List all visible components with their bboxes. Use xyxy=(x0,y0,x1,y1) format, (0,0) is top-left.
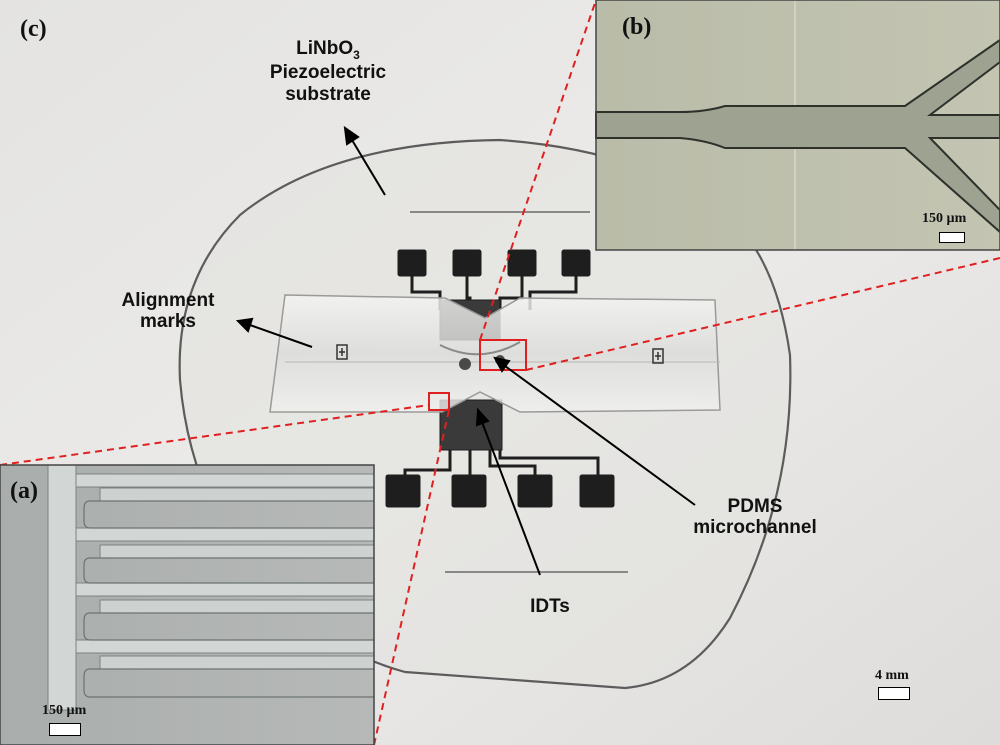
pdms-slab xyxy=(269,294,721,413)
alignment-marks-label: Alignment marks xyxy=(98,290,238,333)
scale-bar-c xyxy=(878,687,910,700)
inset-a-idt-micrograph xyxy=(0,464,375,745)
inset-b-channel-micrograph xyxy=(595,0,1000,251)
panel-label-c: (c) xyxy=(20,16,47,42)
scale-label-b: 150 µm xyxy=(922,211,967,226)
panel-label-b: (b) xyxy=(622,14,652,40)
pdms-label-line2: microchannel xyxy=(693,517,817,539)
scale-label-a: 150 µm xyxy=(42,703,87,718)
idts-label: IDTs xyxy=(530,596,570,617)
bottom-electrode-pads xyxy=(385,399,615,508)
pdms-microchannel-label: PDMS microchannel xyxy=(670,496,840,539)
annotation-arrows xyxy=(235,125,696,576)
substrate-label-line1: LiNbO3 xyxy=(296,38,360,62)
substrate-label-line3: substrate xyxy=(285,83,371,105)
panel-label-a: (a) xyxy=(10,478,38,504)
substrate-label: LiNbO3 Piezoelectric substrate xyxy=(238,38,418,105)
idt-highlight-box xyxy=(428,392,450,411)
substrate-label-line2: Piezoelectric xyxy=(269,62,387,84)
alignment-label-line2: marks xyxy=(140,311,196,333)
scale-label-c: 4 mm xyxy=(875,668,909,683)
scale-bar-b xyxy=(939,232,965,243)
alignment-label-line1: Alignment xyxy=(121,290,215,311)
scale-bar-a xyxy=(49,723,81,736)
pdms-label-line1: PDMS xyxy=(727,496,783,517)
